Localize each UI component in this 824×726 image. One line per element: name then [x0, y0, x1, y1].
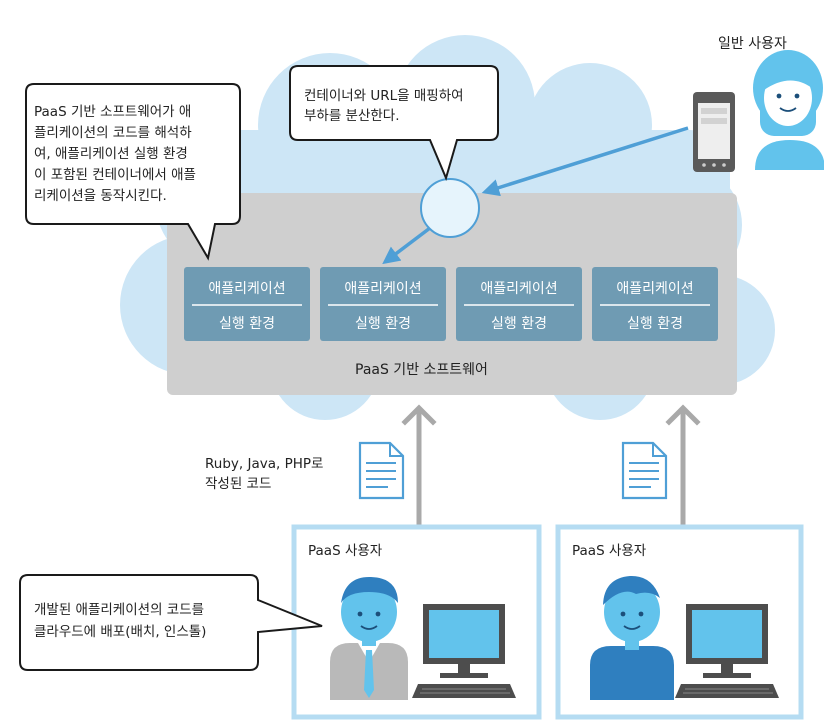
smartphone-icon: [693, 92, 735, 172]
callout-deploy-text: 개발된 애플리케이션의 코드를 클라우드에 배포(배치, 인스톨): [34, 602, 207, 640]
computer-icon: [675, 604, 779, 698]
speech-bubble-deploy: [19, 574, 323, 671]
container-runtime-label: 실행 환경: [627, 316, 683, 332]
speech-bubble-loadbalance: [289, 65, 499, 181]
load-balancer-node: [420, 178, 480, 238]
container-app-label: 애플리케이션: [344, 281, 422, 297]
computer-icon: [412, 604, 516, 698]
paas-user-avatar: [330, 576, 408, 700]
container-runtime-label: 실행 환경: [219, 316, 275, 332]
container-app-label: 애플리케이션: [616, 281, 694, 297]
container-runtime-label: 실행 환경: [355, 316, 411, 332]
callout-loadbalance-text: 컨테이너와 URL을 매핑하여 부하를 분산한다.: [304, 88, 464, 124]
platform-label: PaaS 기반 소프트웨어: [355, 362, 488, 378]
container-app-label: 애플리케이션: [480, 281, 558, 297]
general-user-avatar: [753, 50, 824, 170]
request-arrow: [481, 126, 689, 197]
document-icon: [358, 441, 405, 500]
speech-bubble-paas: [25, 83, 241, 261]
general-user-label: 일반 사용자: [718, 36, 787, 52]
callout-paas-text: PaaS 기반 소프트웨어가 애 플리케이션의 코드를 해석하 여, 애플리케이…: [34, 104, 196, 204]
container-app-label: 애플리케이션: [208, 281, 286, 297]
route-arrow: [382, 226, 432, 265]
deploy-arrows: [401, 404, 701, 528]
paas-user-avatar: [590, 575, 674, 700]
paas-user-label: PaaS 사용자: [308, 543, 383, 559]
paas-user-label: PaaS 사용자: [572, 543, 647, 559]
container-boxes: [184, 267, 718, 341]
container-runtime-label: 실행 환경: [491, 316, 547, 332]
paas-platform-box: [167, 193, 737, 395]
document-icon: [621, 441, 668, 500]
code-note: Ruby, Java, PHP로 작성된 코드: [205, 456, 324, 492]
